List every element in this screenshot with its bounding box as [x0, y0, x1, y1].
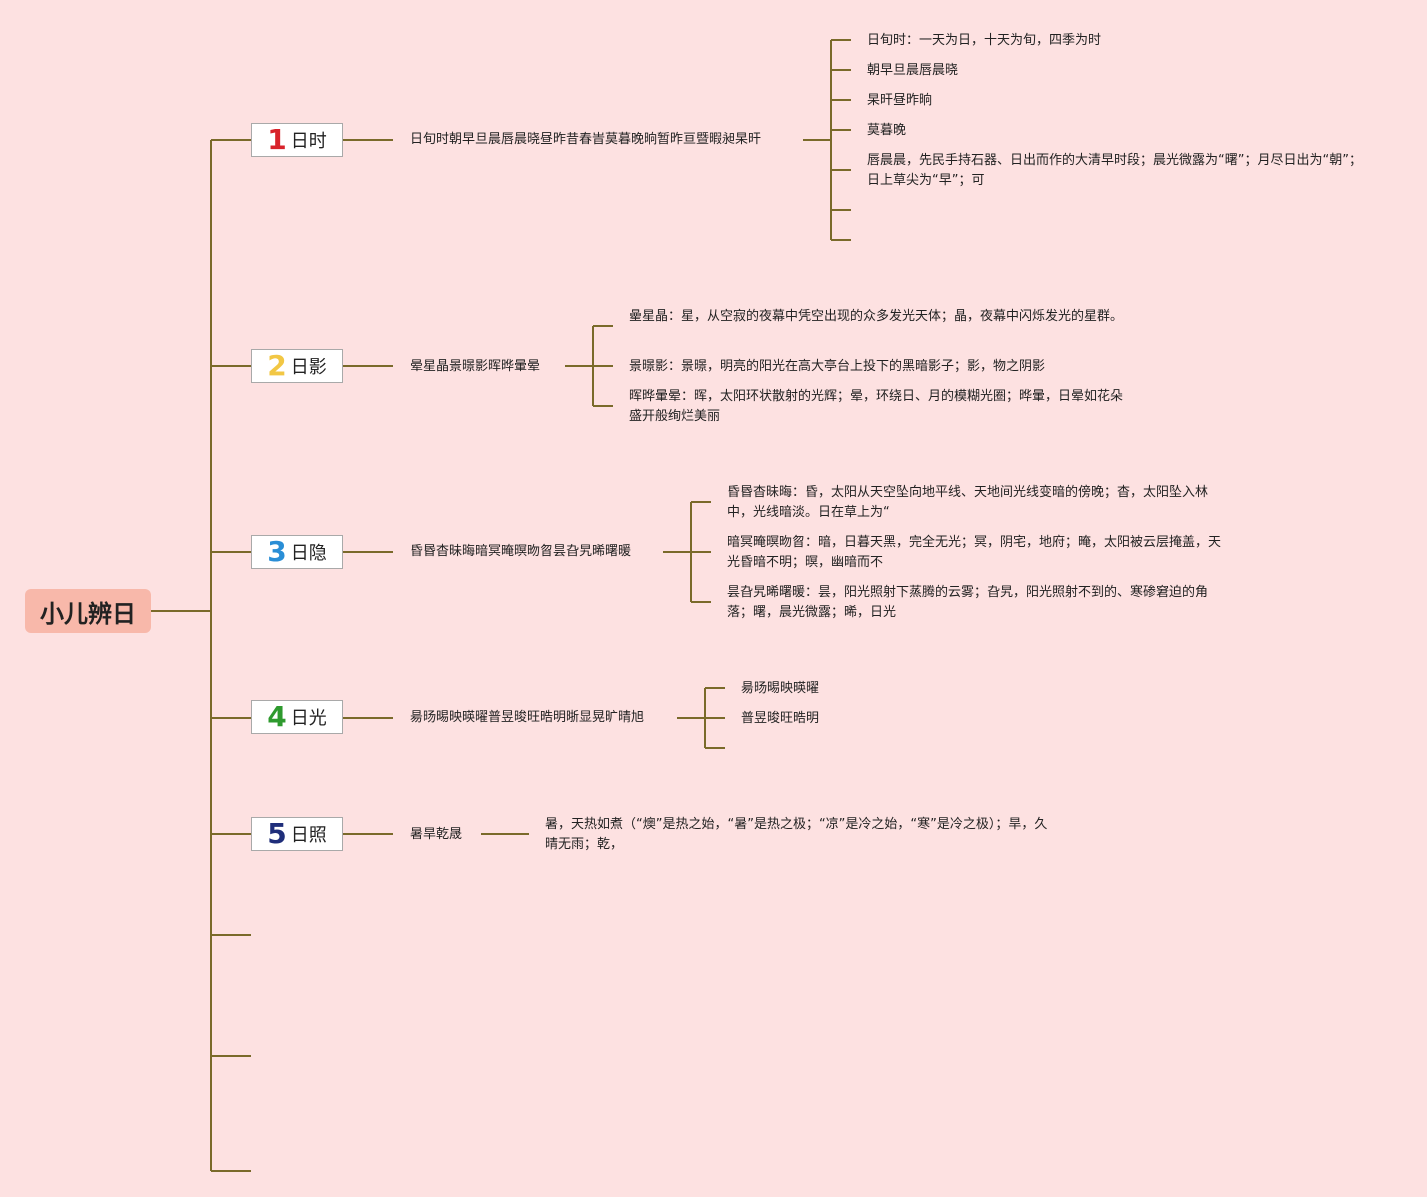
leaf-3-2[interactable]: 暗冥晻暝昒曶：暗，日暮天黑，完全无光；冥，阴宅，地府；晻，太阳被云层掩盖，天光昏… [727, 535, 1222, 570]
leaf-1-3[interactable]: 杲旰昼昨晌 [867, 93, 933, 108]
leaf-1-1[interactable]: 日旬时：一天为日，十天为旬，四季为时 [867, 33, 1102, 48]
branch-summary-5[interactable]: 暑旱乾晟 [410, 827, 463, 842]
number-3-icon: 3 [267, 535, 287, 568]
leaf-2-1[interactable]: 曐星晶：星，从空寂的夜幕中凭空出现的众多发光天体；晶，夜幕中闪烁发光的星群。 [629, 309, 1124, 324]
branch-topic-1[interactable]: 1 日时 [251, 123, 343, 157]
branch-summary-4[interactable]: 昜旸晹映暎曜普昱晙旺晧明晣显晃旷晴旭 [410, 710, 645, 725]
leaf-3-1[interactable]: 昏昬杳昧晦：昏，太阳从天空坠向地平线、天地间光线变暗的傍晚；杳，太阳坠入林中，光… [727, 485, 1209, 520]
number-1-icon: 1 [267, 123, 287, 156]
branch-topic-4[interactable]: 4 日光 [251, 700, 343, 734]
branch-summary-3[interactable]: 昏昬杳昧晦暗冥晻暝昒曶昙旮旯晞曙暖 [410, 544, 632, 559]
branch-summary-2[interactable]: 晕星晶景暻影晖晔暈晕 [410, 359, 541, 374]
root-topic[interactable]: 小儿辨日 [25, 589, 151, 633]
branch-topic-3[interactable]: 3 日隐 [251, 535, 343, 569]
leaf-4-1[interactable]: 昜旸晹映暎曜 [741, 681, 820, 696]
branch-label: 日照 [290, 825, 327, 846]
number-4-icon: 4 [267, 700, 287, 733]
leaf-1-5[interactable]: 唇晨晨，先民手持石器、日出而作的大清早时段；晨光微露为“曙”；月尽日出为“朝”；… [867, 153, 1362, 188]
leaf-5-1[interactable]: 暑，天热如煮（“燠”是热之始，“暑”是热之极；“凉”是冷之始，“寒”是冷之极）；… [545, 817, 1048, 852]
leaf-1-2[interactable]: 朝早旦晨唇晨晓 [867, 63, 959, 78]
number-2-icon: 2 [267, 349, 287, 382]
branch-label: 日光 [290, 708, 327, 729]
leaf-2-3[interactable]: 晖晔暈晕：晖，太阳环状散射的光辉；晕，环绕日、月的模糊光圈；晔暈，日晕如花朵盛开… [629, 389, 1124, 424]
leaf-3-3[interactable]: 昙旮旯晞曙暖：昙，阳光照射下蒸腾的云雾；旮旯，阳光照射不到的、寒碜窘迫的角落；曙… [727, 585, 1209, 620]
branch-summary-1[interactable]: 日旬时朝早旦晨唇晨晓昼昨昔春旹莫暮晚晌暂昨亘暨暇昶杲旰 [410, 132, 762, 147]
branch-topic-5[interactable]: 5 日照 [251, 817, 343, 851]
branch-label: 日时 [290, 131, 327, 152]
leaf-4-2[interactable]: 普昱晙旺晧明 [741, 711, 820, 726]
branch-topic-2[interactable]: 2 日影 [251, 349, 343, 383]
branch-label: 日影 [290, 357, 327, 378]
branch-label: 日隐 [290, 543, 327, 564]
leaf-1-4[interactable]: 莫暮晚 [867, 123, 907, 138]
leaf-2-2[interactable]: 景暻影：景暻，明亮的阳光在高大亭台上投下的黑暗影子；影，物之阴影 [629, 359, 1046, 374]
number-5-icon: 5 [267, 817, 287, 850]
